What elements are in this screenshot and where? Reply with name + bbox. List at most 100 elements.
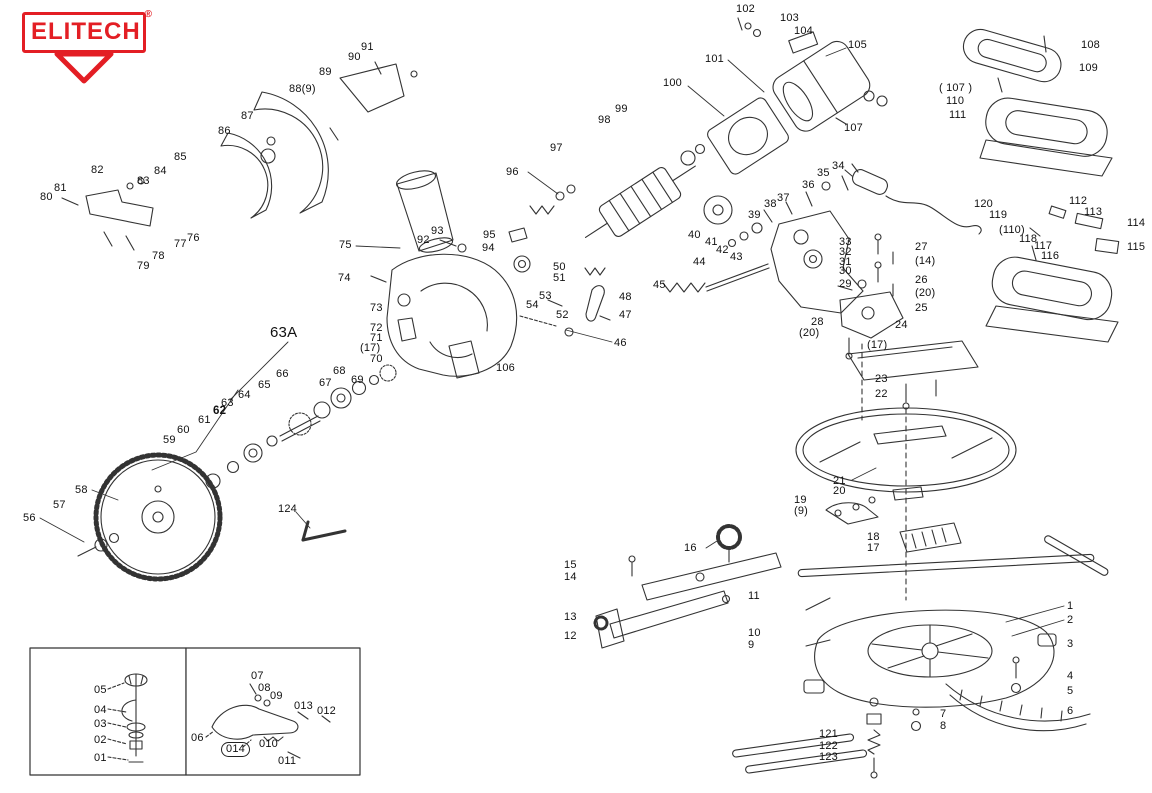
part-label-90: 90: [348, 51, 361, 63]
part-label-122: 122: [819, 740, 838, 752]
part-label-7: 7: [940, 708, 947, 720]
part-label-40: 40: [688, 229, 701, 241]
part-label-83: 83: [137, 175, 150, 187]
part-label-14: 14: [564, 571, 577, 583]
part-label-77: 77: [174, 238, 187, 250]
elitech-logo: ELITECH ®: [22, 9, 152, 85]
part-label-118: 118: [1019, 233, 1038, 245]
fence-drawing: [593, 524, 782, 649]
part-label-1: 1: [1067, 600, 1074, 612]
part-label-111: 111: [949, 109, 967, 121]
part-label-46: 46: [614, 337, 627, 349]
part-label-82: 82: [91, 164, 104, 176]
part-label-63: 63: [221, 397, 234, 409]
part-label-44: 44: [693, 256, 706, 268]
part-label-116: 116: [1041, 250, 1060, 262]
clamp-parts-drawing: [866, 697, 922, 779]
logo-box: ELITECH ®: [22, 9, 152, 53]
part-label-112: 112: [1069, 195, 1088, 207]
leader-lines: [39, 47, 1065, 637]
part-label-17: (17): [867, 339, 888, 351]
part-label-15: 15: [564, 559, 577, 571]
part-label-50: 50: [553, 261, 566, 273]
part-label-106: 106: [496, 362, 515, 374]
part-label-119: 119: [989, 209, 1008, 221]
part-label-3: 3: [1067, 638, 1074, 650]
part-label-11: 11: [748, 590, 760, 602]
part-label-74: 74: [338, 272, 351, 284]
part-label-889: 88(9): [289, 83, 316, 95]
upper-housing-drawing: [370, 253, 518, 379]
arbor-parts-drawing: [77, 364, 397, 557]
carry-handle-drawing: [985, 97, 1108, 157]
part-label-78: 78: [152, 250, 165, 262]
rear-handle-base-drawing: [985, 305, 1119, 343]
part-label-92: 92: [417, 234, 430, 246]
part-label-08: 08: [258, 682, 271, 694]
part-label-25: 25: [915, 302, 928, 314]
part-label-76: 76: [187, 232, 200, 244]
top-handle-drawing: [962, 28, 1062, 83]
part-label-71: 71: [370, 332, 383, 344]
part-label-23: 23: [875, 373, 888, 385]
part-label-6: 6: [1067, 705, 1074, 717]
part-label-115: 115: [1127, 241, 1146, 253]
part-label-59: 59: [163, 434, 176, 446]
part-label-104: 104: [794, 25, 813, 37]
base-drawing: [803, 609, 1057, 708]
part-label-51: 51: [553, 272, 566, 284]
part-label-86: 86: [218, 125, 231, 137]
part-label-07: 07: [251, 670, 264, 682]
part-label-69: 69: [351, 374, 364, 386]
rear-handle-drawing: [991, 256, 1113, 321]
part-label-010: 010: [259, 738, 278, 750]
motor-stator-drawing: [707, 97, 789, 175]
part-label-47: 47: [619, 309, 632, 321]
extension-rods-drawing: [732, 535, 1109, 774]
part-label-9: 9: [748, 639, 755, 651]
part-label-20: (20): [799, 327, 820, 339]
part-label-19: 19: [794, 494, 807, 506]
part-label-9: (9): [794, 505, 809, 517]
part-label-32: 32: [839, 246, 852, 258]
part-label-53: 53: [539, 290, 552, 302]
part-label-38: 38: [764, 198, 777, 210]
part-label-72: 72: [370, 322, 383, 334]
part-label-123: 123: [819, 751, 838, 763]
part-label-107: ( 107 ): [939, 82, 973, 94]
pivot-bracket-drawing: [662, 175, 864, 314]
part-label-124: 124: [278, 503, 297, 515]
part-label-79: 79: [137, 260, 150, 272]
part-label-114: 114: [1127, 217, 1146, 229]
part-label-27: 27: [915, 241, 928, 253]
detent-lever-drawing: [825, 496, 879, 525]
part-label-45: 45: [653, 279, 666, 291]
part-label-70: 70: [370, 353, 383, 365]
handle-base-drawing: [979, 139, 1113, 177]
part-label-105: 105: [848, 39, 867, 51]
part-label-85: 85: [174, 151, 187, 163]
part-label-62: 62: [213, 405, 227, 417]
blade-guard-drawing: [220, 61, 418, 219]
part-label-4: 4: [1067, 670, 1074, 682]
part-label-73: 73: [370, 302, 383, 314]
part-label-57: 57: [53, 499, 66, 511]
part-label-02: 02: [94, 734, 107, 746]
part-label-22: 22: [875, 388, 888, 400]
part-label-24: 24: [895, 319, 908, 331]
part-label-05: 05: [94, 684, 107, 696]
part-label-011: 011: [278, 755, 297, 767]
part-label-29: 29: [839, 278, 852, 290]
saw-blade-drawing: [93, 452, 223, 582]
part-label-54: 54: [526, 299, 539, 311]
part-label-20: (20): [915, 287, 936, 299]
part-label-03: 03: [94, 718, 107, 730]
logo-triangle-icon: [54, 51, 114, 84]
part-label-012: 012: [317, 705, 336, 717]
part-label-75: 75: [339, 239, 352, 251]
bracket-screws-drawing: [837, 233, 894, 297]
mount-bracket-drawing: [61, 177, 154, 251]
part-label-60: 60: [177, 424, 190, 436]
part-label-13: 13: [564, 611, 577, 623]
